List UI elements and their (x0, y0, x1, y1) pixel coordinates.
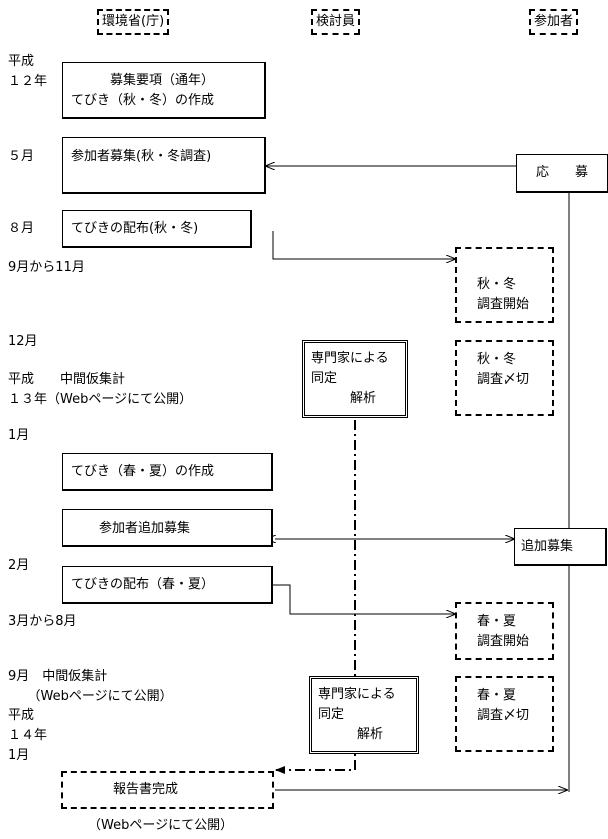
time-heisei14: 平成 １４年 1月 (8, 708, 48, 763)
box-guide-distribution-autumn-label: てびきの配布(秋・冬) (71, 221, 199, 236)
time-sep-nov: 9月から11月 (8, 260, 85, 275)
box-expert-analysis-2: 専門家による 同定 解析 (309, 676, 419, 754)
box-recruit-guidelines-label: 募集要項（通年） てびき（秋・冬）の作成 (71, 73, 215, 108)
box-autumn-survey-close-label: 秋・冬 調査〆切 (477, 352, 530, 387)
time-sep: 9月 中間仮集計 （Webページにて公開） (8, 669, 173, 704)
box-additional-recruitment-label: 参加者追加募集 (99, 521, 191, 536)
box-spring-survey-close-label: 春・夏 調査〆切 (477, 688, 530, 723)
box-spring-survey-start: 春・夏 調査開始 (455, 602, 554, 660)
distribution-arrow-spring (273, 584, 455, 614)
header-ministry: 環境省(庁) (97, 9, 170, 35)
time-may: ５月 (8, 149, 35, 164)
box-report-completion: 報告書完成 (61, 771, 274, 809)
box-autumn-survey-close: 秋・冬 調査〆切 (455, 340, 554, 416)
header-participant: 参加者 (529, 9, 579, 35)
box-guide-distribution-autumn: てびきの配布(秋・冬) (62, 210, 252, 248)
time-heisei13: 平成 中間仮集計 １３年（Webページにて公開） (8, 372, 193, 407)
time-aug: ８月 (8, 221, 35, 236)
box-guide-creation-spring-label: てびき（春・夏）の作成 (71, 464, 215, 479)
time-footer: （Webページにて公開） (88, 818, 234, 833)
time-dec: 12月 (8, 334, 38, 349)
box-report-completion-label: 報告書完成 (113, 782, 179, 797)
time-heisei12: 平成 １２年 (8, 54, 48, 89)
box-autumn-survey-start: 秋・冬 調査開始 (455, 247, 554, 323)
time-jan: 1月 (8, 428, 30, 443)
box-additional-recruitment: 参加者追加募集 (62, 509, 273, 547)
box-additional-recruit-participant-label: 追加募集 (521, 539, 574, 554)
box-expert-analysis-1-label: 専門家による 同定 解析 (311, 351, 389, 406)
distribution-arrow-autumn (272, 231, 455, 259)
header-reviewer: 検討員 (311, 9, 361, 35)
box-additional-recruit-participant: 追加募集 (514, 528, 607, 566)
time-mar-aug: 3月から8月 (8, 614, 77, 629)
box-guide-distribution-spring: てびきの配布（春・夏） (62, 566, 273, 604)
box-expert-analysis-1: 専門家による 同定 解析 (302, 340, 408, 418)
box-apply-label: 応 募 (535, 165, 588, 180)
box-participant-recruitment-label: 参加者募集(秋・冬調査) (71, 149, 212, 164)
reviewer-dashdot-line (275, 420, 356, 774)
box-participant-recruitment: 参加者募集(秋・冬調査) (62, 137, 266, 194)
box-spring-survey-close: 春・夏 調査〆切 (455, 676, 554, 752)
box-autumn-survey-start-label: 秋・冬 調査開始 (477, 277, 530, 312)
box-apply: 応 募 (516, 154, 608, 193)
box-recruit-guidelines: 募集要項（通年） てびき（秋・冬）の作成 (62, 62, 266, 119)
box-guide-distribution-spring-label: てびきの配布（春・夏） (71, 577, 215, 592)
box-guide-creation-spring: てびき（春・夏）の作成 (62, 453, 273, 491)
time-feb: 2月 (8, 558, 30, 573)
box-spring-survey-start-label: 春・夏 調査開始 (477, 614, 530, 649)
box-expert-analysis-2-label: 専門家による 同定 解析 (318, 687, 396, 742)
